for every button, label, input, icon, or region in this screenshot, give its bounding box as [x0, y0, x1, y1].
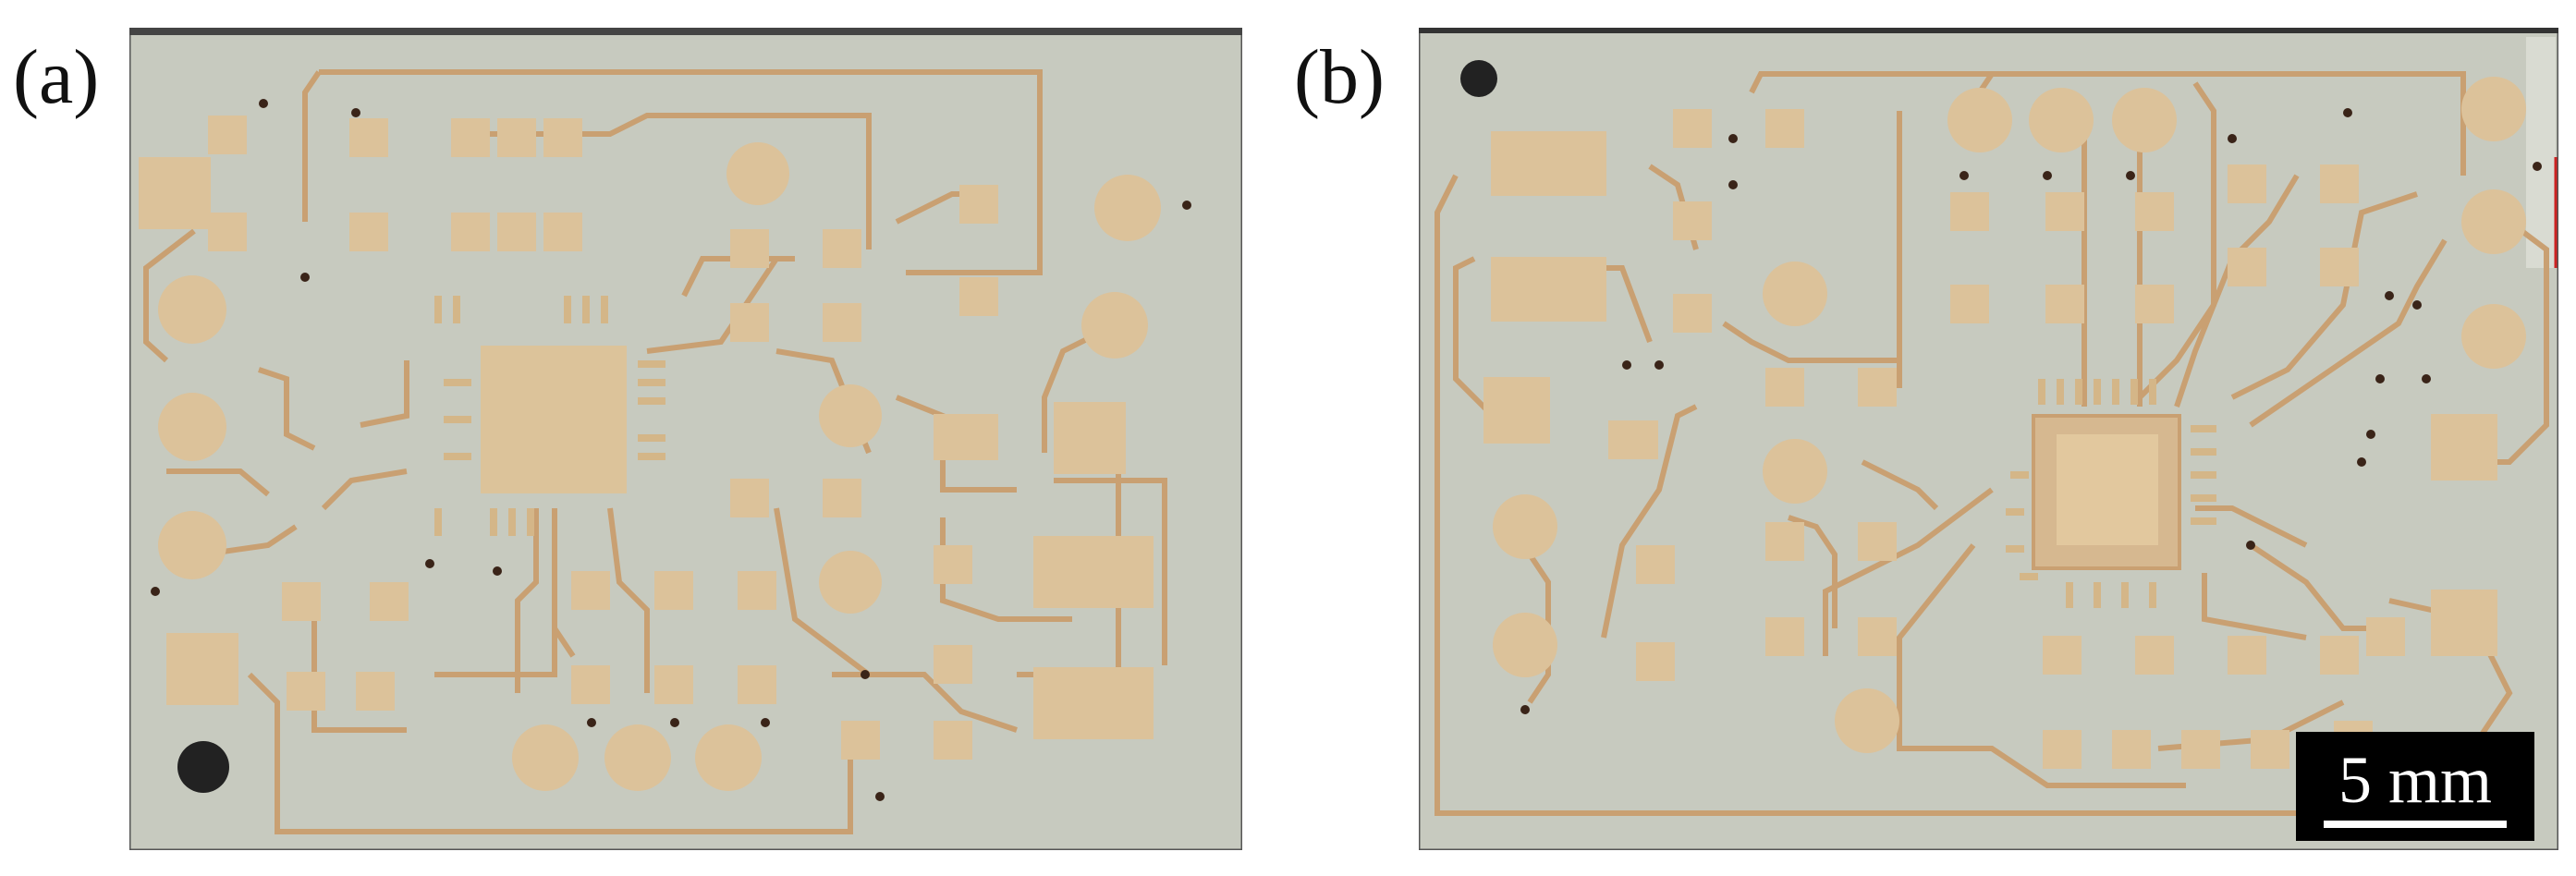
pcb-board-b [1419, 28, 2558, 850]
pcb-board-a [129, 28, 1242, 850]
scale-bar-label: 5 mm [2338, 743, 2492, 817]
panel-label-b: (b) [1294, 34, 1385, 120]
scale-bar-line [2324, 821, 2507, 828]
panel-label-a: (a) [13, 34, 100, 120]
pcb-board-b-image [1419, 28, 2558, 850]
scale-bar: 5 mm [2296, 732, 2534, 841]
pcb-board-a-image [129, 28, 1242, 850]
